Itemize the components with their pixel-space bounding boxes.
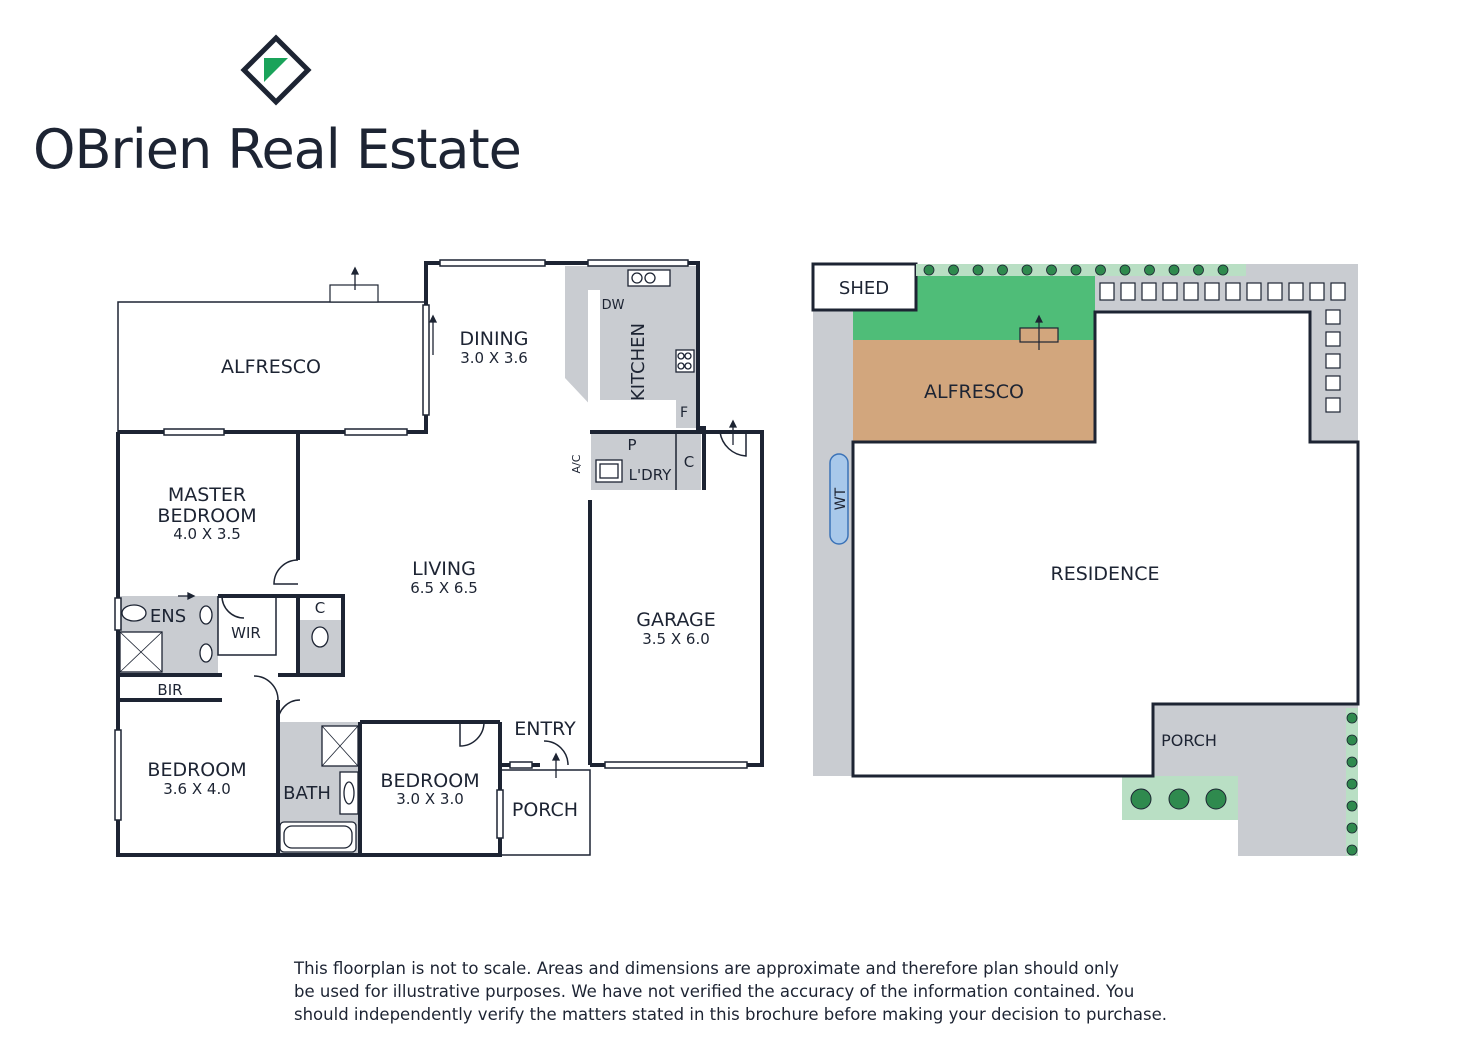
bedroom2-label: BEDROOM xyxy=(147,759,246,781)
shed-label: SHED xyxy=(839,278,889,299)
alfresco-fan xyxy=(329,284,379,303)
laundry-label: L'DRY xyxy=(629,466,672,484)
bath-label: BATH xyxy=(283,783,331,804)
master-label-line1: MASTER xyxy=(168,484,246,506)
site-porch-label: PORCH xyxy=(1161,731,1217,750)
brand-logo xyxy=(240,34,312,106)
entry-label: ENTRY xyxy=(514,718,576,740)
kitchen-dw-label: DW xyxy=(602,298,625,313)
bir-label: BIR xyxy=(157,681,182,699)
house-floorplan: ALFRESCO DINING 3.0 X 3.6 KITCHEN DW F P… xyxy=(114,259,764,857)
shrubs xyxy=(1130,788,1227,810)
porch-label: PORCH xyxy=(512,799,578,821)
site-plan: SHED ALFRESCO WT RESIDENCE PORCH xyxy=(811,262,1360,856)
hedge-right-plants xyxy=(1346,712,1358,856)
laundry-pantry-label: P xyxy=(627,436,636,454)
disclaimer-line-3: should independently verify the matters … xyxy=(294,1005,1168,1024)
paving-area xyxy=(813,264,1358,856)
alfresco-outline xyxy=(117,301,426,432)
kitchen-island xyxy=(600,290,676,400)
brand-name: OBrien Real Estate xyxy=(33,118,522,181)
grass-area xyxy=(853,266,1095,340)
alfresco-label: ALFRESCO xyxy=(221,356,321,378)
water-tank-label: WT xyxy=(833,487,849,510)
master-size: 4.0 X 3.5 xyxy=(173,525,241,543)
residence-label: RESIDENCE xyxy=(1051,563,1160,585)
disclaimer: This floorplan is not to scale. Areas an… xyxy=(294,957,1194,1026)
living-label: LIVING xyxy=(412,558,476,580)
water-tank xyxy=(829,453,849,545)
dining-size: 3.0 X 3.6 xyxy=(460,349,528,367)
alfresco-deck xyxy=(853,340,1095,442)
living-size: 6.5 X 6.5 xyxy=(410,579,478,597)
kitchen-label: KITCHEN xyxy=(628,323,649,401)
master-label-line2: BEDROOM xyxy=(157,505,256,527)
bedroom3-size: 3.0 X 3.0 xyxy=(396,790,464,808)
disclaimer-line-2: be used for illustrative purposes. We ha… xyxy=(294,982,1135,1001)
bedroom3-label: BEDROOM xyxy=(380,770,479,792)
diamond-logo-icon xyxy=(240,34,312,106)
hedge-top-plants xyxy=(923,264,1229,276)
wir-label: WIR xyxy=(231,624,261,642)
site-alfresco-label: ALFRESCO xyxy=(924,381,1024,403)
laundry-cupboard-label: C xyxy=(684,453,694,471)
residence-outline xyxy=(851,310,1360,778)
stepping-stones xyxy=(1099,282,1346,413)
dining-label: DINING xyxy=(460,328,529,350)
bedroom2-size: 3.6 X 4.0 xyxy=(163,780,231,798)
ens-label: ENS xyxy=(150,606,186,627)
garage-size: 3.5 X 6.0 xyxy=(642,630,710,648)
garage-label: GARAGE xyxy=(636,609,716,631)
wc-cupboard-label: C xyxy=(315,599,325,617)
disclaimer-line-1: This floorplan is not to scale. Areas an… xyxy=(294,959,1119,978)
shed xyxy=(811,262,918,312)
ac-label: A/C xyxy=(570,454,583,473)
kitchen-fridge-label: F xyxy=(680,405,688,421)
